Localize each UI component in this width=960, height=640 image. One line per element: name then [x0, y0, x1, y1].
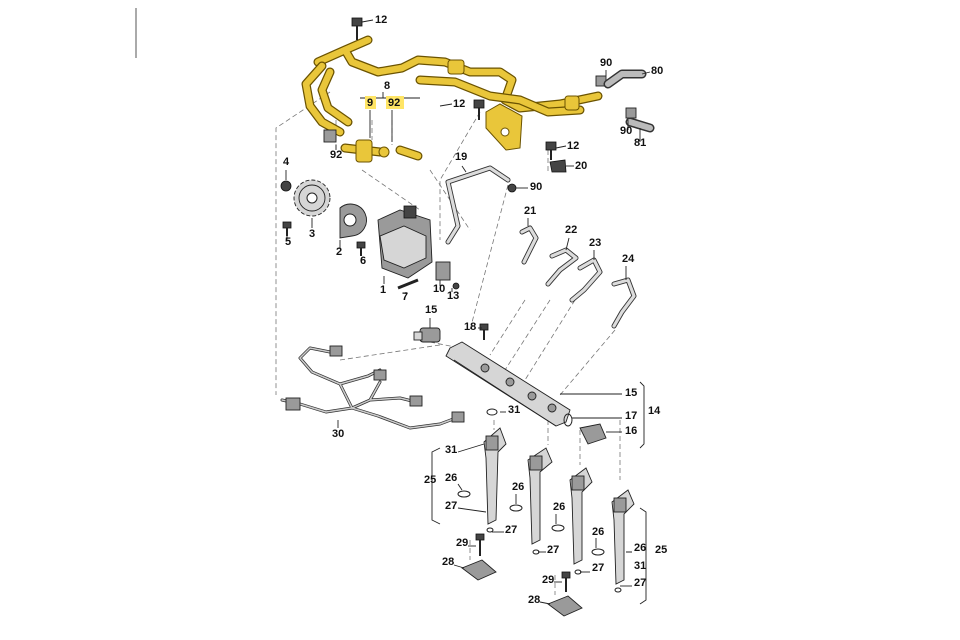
callout-25: 25 — [424, 474, 436, 486]
callout-15: 15 — [425, 304, 437, 316]
callout-28: 28 — [528, 594, 540, 606]
callout-7: 7 — [402, 291, 408, 303]
callout-23: 23 — [589, 237, 601, 249]
callout-21: 21 — [524, 205, 536, 217]
callout-27: 27 — [592, 562, 604, 574]
callout-9: 9 — [367, 97, 373, 109]
callout-27: 27 — [634, 577, 646, 589]
bolt-18 — [479, 323, 489, 340]
callout-90: 90 — [600, 57, 612, 69]
callout-31: 31 — [508, 404, 520, 416]
top-fasteners — [351, 17, 637, 193]
callout-26: 26 — [634, 542, 646, 554]
callout-30: 30 — [332, 428, 344, 440]
assembly-guide-lines — [275, 91, 621, 595]
fuel-rail-14 — [445, 341, 607, 445]
callout-13: 13 — [447, 290, 459, 302]
callout-31: 31 — [445, 444, 457, 456]
callout-27: 27 — [547, 544, 559, 556]
callout-2: 2 — [336, 246, 342, 258]
high-pressure-pump-group — [280, 179, 460, 290]
callout-10: 10 — [433, 283, 445, 295]
callout-90: 90 — [530, 181, 542, 193]
callout-14: 14 — [648, 405, 661, 417]
callout-5: 5 — [285, 236, 291, 248]
callout-26: 26 — [553, 501, 565, 513]
leader-lines — [285, 19, 651, 605]
injector-3 — [551, 467, 593, 575]
callout-27: 27 — [505, 524, 517, 536]
injector-2 — [509, 447, 553, 555]
callout-15: 15 — [625, 387, 637, 399]
callout-4: 4 — [283, 156, 290, 168]
injector-4 — [591, 489, 635, 593]
callout-90: 90 — [620, 125, 632, 137]
callout-highlight — [386, 96, 404, 109]
callout-3: 3 — [309, 228, 315, 240]
callout-12: 12 — [453, 98, 465, 110]
injector-lines — [519, 225, 637, 329]
wiring-harness-30 — [280, 345, 465, 430]
callout-18: 18 — [464, 321, 476, 333]
callout-8: 8 — [384, 80, 390, 92]
callout-92: 92 — [330, 149, 342, 161]
callout-25: 25 — [655, 544, 667, 556]
callout-1: 1 — [380, 284, 386, 296]
pipe-connectors — [323, 129, 423, 163]
callout-80: 80 — [651, 65, 663, 77]
callout-16: 16 — [625, 425, 637, 437]
clamp-brackets — [461, 533, 583, 617]
injector-1 — [457, 408, 507, 533]
sprocket-3 — [293, 179, 331, 217]
high-pressure-line-19 — [445, 165, 511, 245]
callout-17: 17 — [625, 410, 637, 422]
pressure-sensor-15 — [413, 327, 441, 343]
callout-26: 26 — [445, 472, 457, 484]
callout-81: 81 — [634, 137, 646, 149]
callout-27: 27 — [445, 500, 457, 512]
callout-26: 26 — [512, 481, 524, 493]
callout-19: 19 — [455, 151, 467, 163]
callout-highlight — [365, 96, 376, 109]
callout-29: 29 — [542, 574, 554, 586]
callout-12: 12 — [567, 140, 579, 152]
callout-24: 24 — [622, 253, 635, 265]
callout-29: 29 — [456, 537, 468, 549]
callout-12: 12 — [375, 14, 387, 26]
callout-26: 26 — [592, 526, 604, 538]
fuel-return-line-assembly — [301, 35, 603, 151]
callout-92: 92 — [388, 97, 400, 109]
callout-22: 22 — [565, 224, 577, 236]
callout-28: 28 — [442, 556, 454, 568]
callout-31: 31 — [634, 560, 646, 572]
coolant-hoses — [603, 69, 655, 133]
callout-6: 6 — [360, 255, 366, 267]
callout-20: 20 — [575, 160, 587, 172]
